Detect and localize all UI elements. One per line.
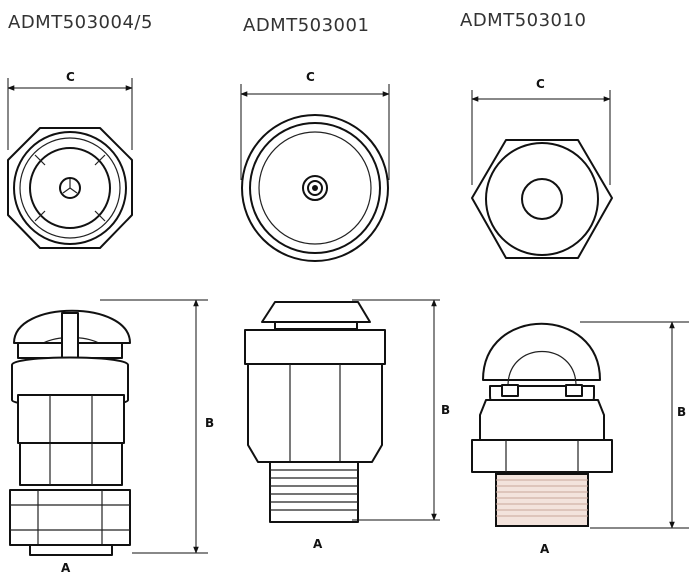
- top-view-3: [471, 90, 613, 259]
- dim-c-label-1: C: [66, 70, 75, 84]
- dim-b-label-1: B: [205, 416, 215, 430]
- side-view-2: [244, 299, 440, 523]
- side-view-3: [471, 321, 689, 529]
- product-title-2: ADMT503001: [243, 15, 370, 36]
- side-view-1: [9, 299, 208, 556]
- top-view-2: [240, 84, 390, 262]
- dim-a-label-3: A: [540, 542, 550, 556]
- dim-b-label-2: B: [441, 403, 451, 417]
- dim-a-label-2: A: [313, 537, 323, 551]
- product-title-1: ADMT503004/5: [8, 12, 153, 33]
- dim-a-label-1: A: [61, 561, 71, 575]
- dim-c-label-3: C: [536, 77, 545, 91]
- dim-c-label-2: C: [306, 70, 315, 84]
- top-view-1: [7, 78, 133, 249]
- dim-b-label-3: B: [677, 405, 687, 419]
- product-title-3: ADMT503010: [460, 10, 587, 31]
